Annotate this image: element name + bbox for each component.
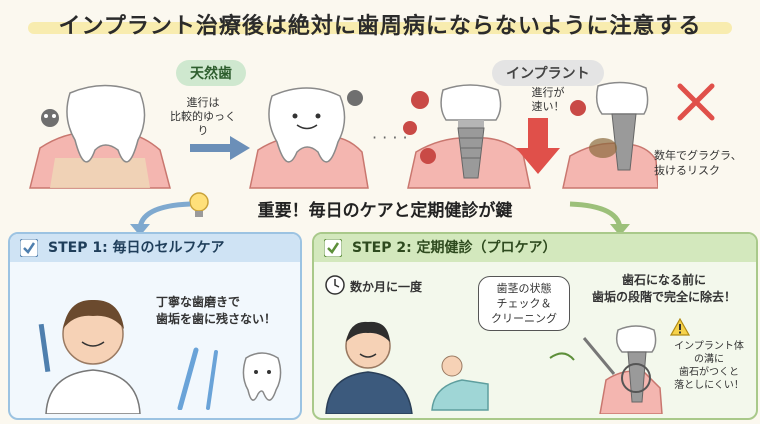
lightbulb-icon [189,192,209,217]
check-line2: チェック＆ [496,297,552,310]
implant-risk-line2: 抜けるリスク [654,164,720,177]
implant-label: インプラント [492,60,604,86]
warn-line3: 歯石がつくと [679,367,739,378]
warn-line4: 落としにくい！ [674,380,744,391]
step2-title: STEP 2: 定期健診（プロケア） [352,240,557,256]
natural-tooth-label: 天然歯 [176,60,246,86]
implant-progress-note: 進行が 速い！ [522,86,574,114]
warning-icon [670,318,690,336]
warn-line1: インプラント体 [674,341,744,352]
check-line1: 歯茎の状態 [496,282,552,295]
implant-progress-line2: 速い！ [531,100,565,113]
key-message-banner: 重要！毎日のケアと定期健診が鍵 [257,201,513,221]
check-cleaning-bubble: 歯茎の状態 チェック＆ クリーニング [478,276,570,331]
step2-warning-note: インプラント体 の溝に 歯石がつくと 落としにくい！ [664,340,754,392]
step1-line1: 丁寧な歯磨きで [156,295,241,309]
checkmark-icon [324,239,342,257]
implant-progress-line1: 進行が [531,86,565,99]
implant-risk-line1: 数年でグラグラ、 [654,149,742,162]
natural-tooth-illustration [29,84,369,189]
brushes-and-tooth-illustration [177,347,282,410]
title-highlight [28,22,732,34]
dentist-illustration [325,321,489,414]
remove-line1: 歯石になる前に [621,273,706,287]
natural-progress-line1: 進行は [186,96,220,109]
checkmark-icon [20,239,38,257]
implant-illustration [403,81,658,189]
step2-frequency: 数か月に一度 [350,280,423,294]
clock-icon [325,275,345,295]
natural-progress-note: 進行は 比較的ゆっくり [168,96,238,138]
person-brushing-illustration [38,299,141,414]
step1-message: 丁寧な歯磨きで 歯垢を歯に残さない！ [156,294,294,328]
step1-title: STEP 1: 毎日のセルフケア [48,240,225,256]
separator-dots: · · · · [372,128,408,147]
branch-arrows [130,201,630,236]
step1-header: STEP 1: 毎日のセルフケア [10,234,300,262]
check-line3: クリーニング [491,312,557,325]
warn-line2: の溝に [694,354,724,365]
remove-line2: 歯垢の段階で完全に除去！ [591,290,736,304]
step2-header: STEP 2: 定期健診（プロケア） [314,234,756,262]
implant-cleaning-illustration [549,325,663,414]
implant-risk-note: 数年でグラグラ、 抜けるリスク [654,148,758,178]
page-title: インプラント治療後は絶対に歯周病にならないように注意する [58,14,702,39]
step1-line2: 歯垢を歯に残さない！ [156,312,277,326]
natural-progress-line2: 比較的ゆっくり [170,110,236,137]
cross-icon [677,83,715,121]
step2-panel: STEP 2: 定期健診（プロケア） 数か月に一度 歯茎の状態 チェック＆ クリ… [312,232,758,420]
step1-panel: STEP 1: 毎日のセルフケア 丁寧な歯磨きで 歯垢を歯に残さない！ [8,232,302,420]
step2-remove-message: 歯石になる前に 歯垢の段階で完全に除去！ [576,272,752,306]
